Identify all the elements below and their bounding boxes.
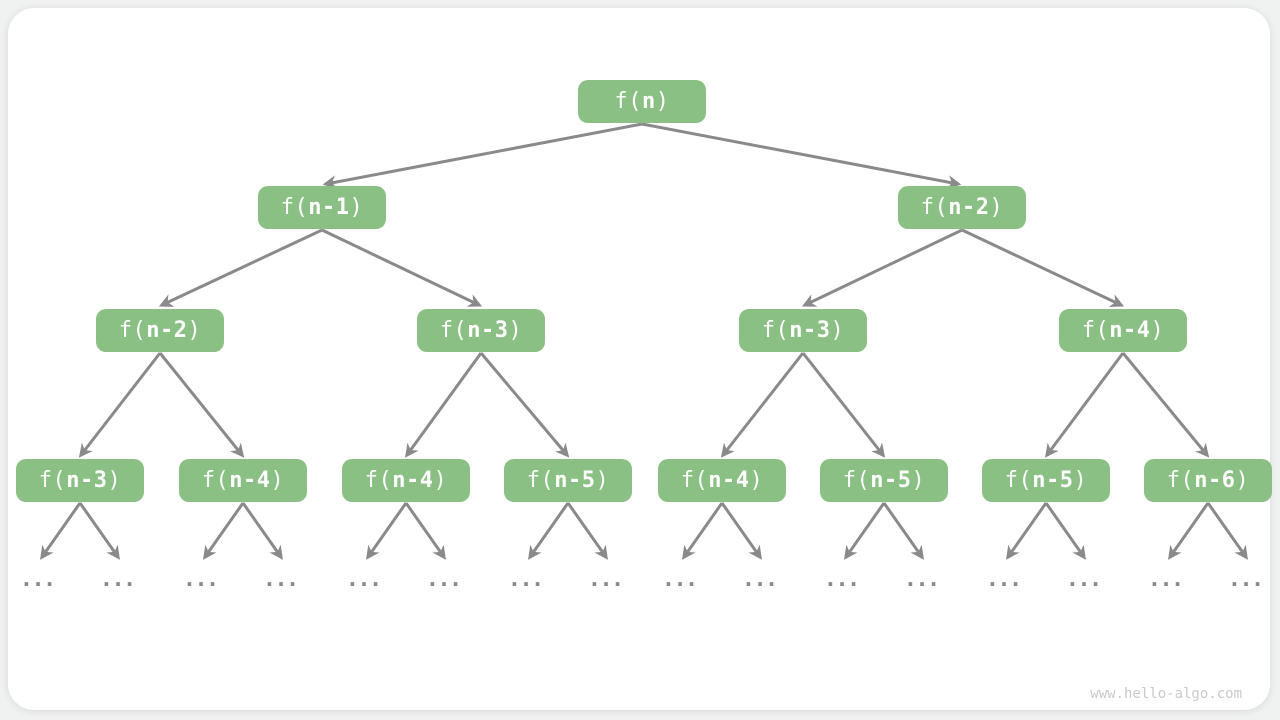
ellipsis: ...	[185, 567, 221, 591]
ellipsis: ...	[102, 567, 138, 591]
watermark-text: www.hello-algo.com	[1090, 686, 1242, 702]
node-label-arg: n-4	[708, 468, 750, 493]
node-label-suffix: )	[595, 468, 610, 493]
node-label-prefix: f(	[201, 468, 230, 493]
ellipsis: ...	[906, 567, 942, 591]
node-label-prefix: f(	[1081, 318, 1110, 343]
node-label-arg: n-5	[1032, 468, 1074, 493]
node-label-prefix: f(	[761, 318, 790, 343]
node-label-prefix: f(	[280, 195, 309, 220]
node-label-arg: n	[642, 89, 656, 114]
node-label-arg: n-3	[66, 468, 108, 493]
node-label-arg: n-5	[870, 468, 912, 493]
node-l3-3: f(n-4)	[1059, 309, 1187, 352]
node-label-suffix: )	[107, 468, 122, 493]
node-l3-0: f(n-2)	[96, 309, 224, 352]
node-l4-7: f(n-6)	[1144, 459, 1272, 502]
ellipsis: ...	[988, 567, 1024, 591]
node-l4-1: f(n-4)	[179, 459, 307, 502]
node-label-prefix: f(	[1166, 468, 1195, 493]
node-label-suffix: )	[508, 318, 523, 343]
node-label-suffix: )	[349, 195, 364, 220]
node-label-arg: n-1	[308, 195, 350, 220]
node-label-prefix: f(	[614, 89, 642, 114]
node-l4-4: f(n-4)	[658, 459, 786, 502]
node-label-suffix: )	[911, 468, 926, 493]
node-label-arg: n-2	[948, 195, 990, 220]
node-label-arg: n-6	[1194, 468, 1236, 493]
node-label-suffix: )	[433, 468, 448, 493]
node-label-suffix: )	[187, 318, 202, 343]
node-l4-6: f(n-5)	[982, 459, 1110, 502]
node-label-arg: n-3	[467, 318, 509, 343]
node-l3-1: f(n-3)	[417, 309, 545, 352]
node-label-suffix: )	[1150, 318, 1165, 343]
ellipsis: ...	[510, 567, 546, 591]
ellipsis: ...	[744, 567, 780, 591]
node-label-arg: n-4	[1109, 318, 1151, 343]
node-label-suffix: )	[655, 89, 670, 114]
node-label-suffix: )	[989, 195, 1004, 220]
ellipsis: ...	[265, 567, 301, 591]
node-l2-0: f(n-1)	[258, 186, 386, 229]
node-l4-2: f(n-4)	[342, 459, 470, 502]
node-label-prefix: f(	[439, 318, 468, 343]
node-label-arg: n-3	[789, 318, 831, 343]
node-label-prefix: f(	[526, 468, 555, 493]
node-label-suffix: )	[830, 318, 845, 343]
node-l1-0: f(n)	[578, 80, 706, 123]
node-label-prefix: f(	[38, 468, 67, 493]
node-label-prefix: f(	[842, 468, 871, 493]
node-label-prefix: f(	[364, 468, 393, 493]
node-label-prefix: f(	[118, 318, 147, 343]
node-label-suffix: )	[1073, 468, 1088, 493]
node-label-prefix: f(	[920, 195, 949, 220]
node-label-arg: n-2	[146, 318, 188, 343]
ellipsis: ...	[1150, 567, 1186, 591]
node-label-suffix: )	[749, 468, 764, 493]
node-label-prefix: f(	[680, 468, 709, 493]
node-l4-0: f(n-3)	[16, 459, 144, 502]
node-label-arg: n-5	[554, 468, 596, 493]
ellipsis: ...	[428, 567, 464, 591]
node-label-prefix: f(	[1004, 468, 1033, 493]
node-l4-5: f(n-5)	[820, 459, 948, 502]
node-l4-3: f(n-5)	[504, 459, 632, 502]
ellipsis: ...	[1068, 567, 1104, 591]
ellipsis: ...	[590, 567, 626, 591]
node-l2-1: f(n-2)	[898, 186, 1026, 229]
ellipsis: ...	[348, 567, 384, 591]
node-label-arg: n-4	[392, 468, 434, 493]
ellipsis: ...	[1230, 567, 1266, 591]
ellipsis: ...	[826, 567, 862, 591]
ellipsis: ...	[22, 567, 58, 591]
node-label-suffix: )	[1235, 468, 1250, 493]
node-label-arg: n-4	[229, 468, 271, 493]
ellipsis: ...	[664, 567, 700, 591]
node-label-suffix: )	[270, 468, 285, 493]
node-l3-2: f(n-3)	[739, 309, 867, 352]
